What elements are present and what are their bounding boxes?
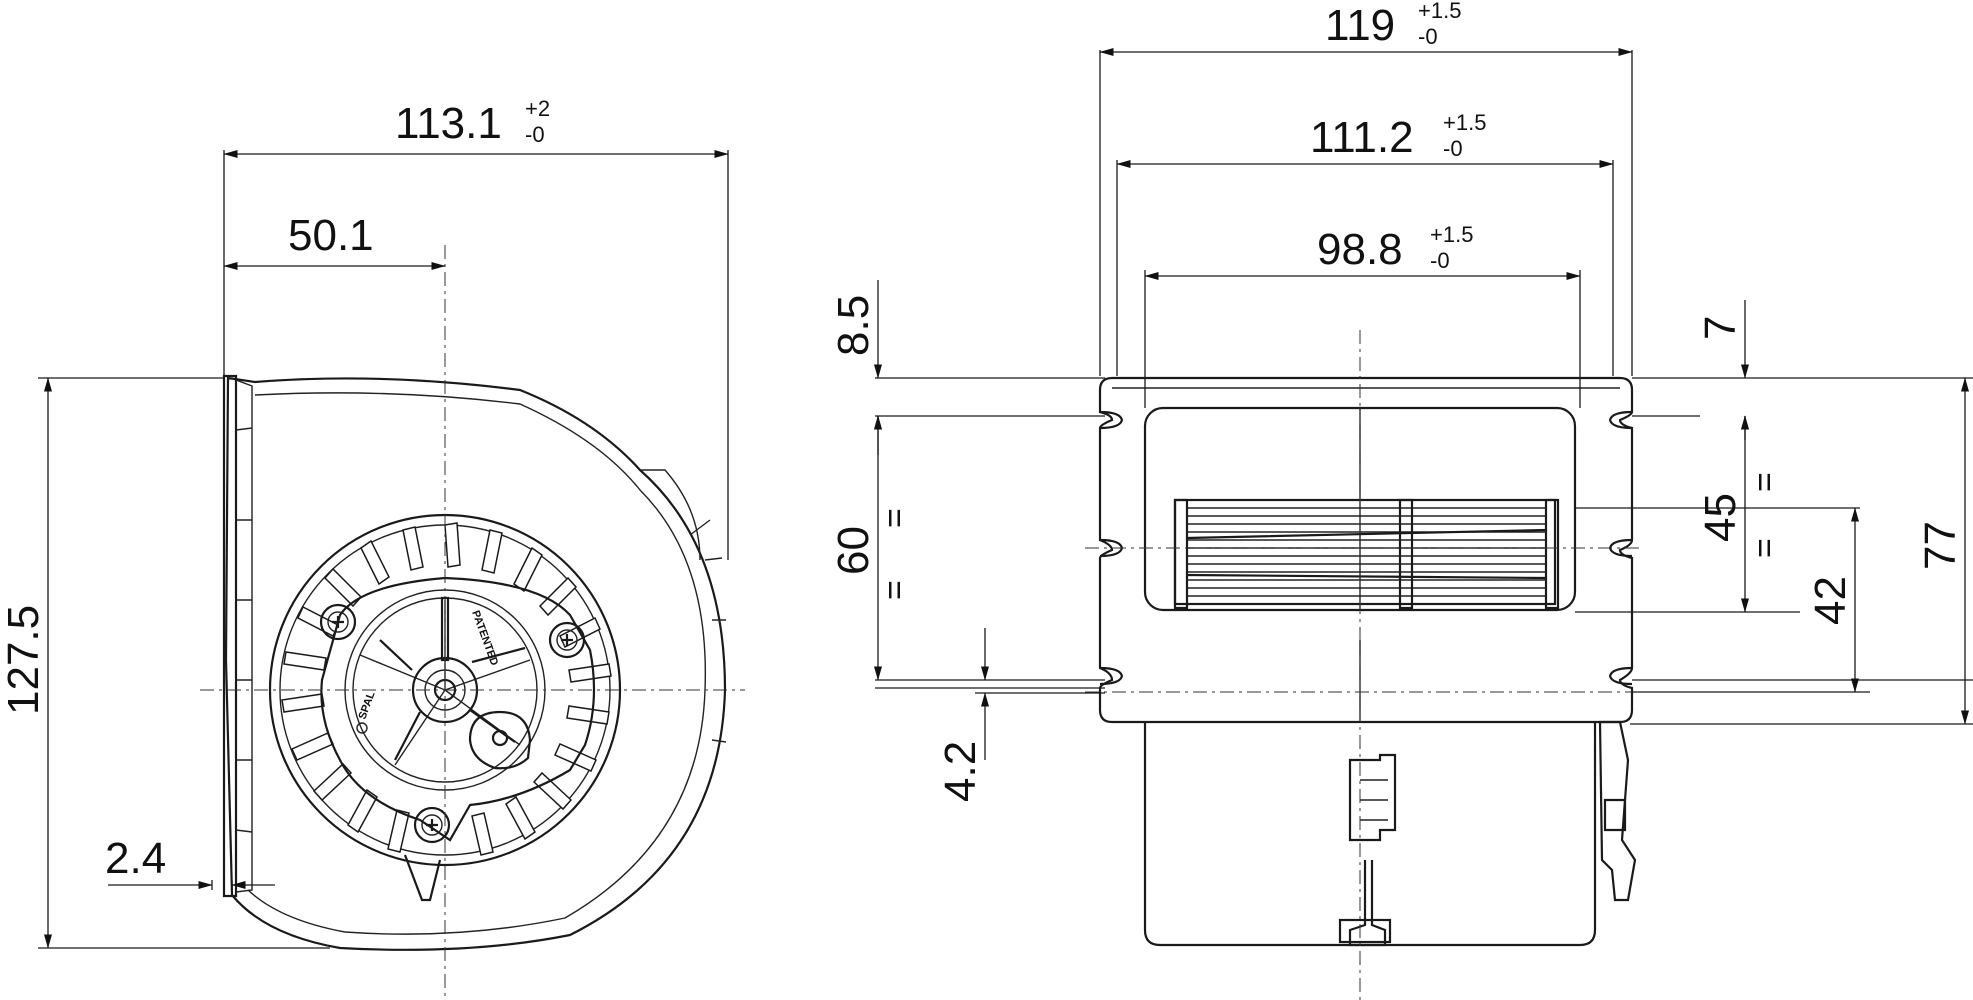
connector-knob (468, 710, 532, 770)
motor-brand-text: SPAL (357, 690, 378, 721)
mounting-screw-icon (413, 806, 451, 844)
dim-outlet-height: 45 (1696, 493, 1745, 542)
dim-flange-width-tol-upper: +1.5 (1443, 110, 1486, 135)
dim-height-value: 127.5 (0, 605, 48, 715)
dim-total-height: 77 (1916, 521, 1965, 570)
side-bracket (1598, 720, 1637, 902)
mounting-screw-icon (548, 621, 586, 659)
dim-outlet-width-tol-lower: -0 (1430, 248, 1450, 273)
dim-outlet-to-slot: 42 (1806, 576, 1855, 625)
dim-flange-width-tol-lower: -0 (1443, 136, 1463, 161)
dim-flange-value: 2.4 (105, 834, 166, 883)
dim-width-value: 113.1 (395, 99, 502, 148)
dim-overall-width-value: 119 (1325, 1, 1395, 50)
equal-mark: = (876, 580, 914, 600)
impeller-wheel (1173, 498, 1560, 610)
dim-overall-width-tol-upper: +1.5 (1418, 0, 1461, 23)
dim-axis-offset: 50.1 (288, 211, 374, 260)
front-view: SPAL PATENTED 113.1 +2 -0 50.1 127.5 2.4 (0, 96, 745, 1000)
equal-mark: = (876, 508, 914, 528)
mounting-screw-icon (319, 603, 357, 641)
dim-top-offset-right: 7 (1696, 316, 1745, 340)
dim-slot-pitch: 60 (829, 526, 878, 575)
side-view: 119 +1.5 -0 111.2 +1.5 -0 98.8 +1.5 -0 8… (829, 0, 1973, 1000)
outlet-flange (222, 374, 238, 898)
side-flange-plate (1098, 376, 1634, 724)
equal-mark: = (1746, 472, 1784, 492)
dim-outlet-width-value: 98.8 (1317, 225, 1403, 274)
equal-mark: = (1746, 538, 1784, 558)
dim-outlet-width-tol-upper: +1.5 (1430, 222, 1473, 247)
dim-slot-dim: 4.2 (936, 741, 985, 802)
motor-body (1143, 722, 1597, 947)
dim-width-tol-lower: -0 (525, 122, 545, 147)
dim-top-offset-left: 8.5 (829, 295, 878, 356)
motor-clip (1338, 753, 1397, 947)
dim-overall-width-tol-lower: -0 (1418, 24, 1438, 49)
dim-flange-width-value: 111.2 (1310, 113, 1414, 162)
dim-width-tol-upper: +2 (525, 96, 550, 121)
